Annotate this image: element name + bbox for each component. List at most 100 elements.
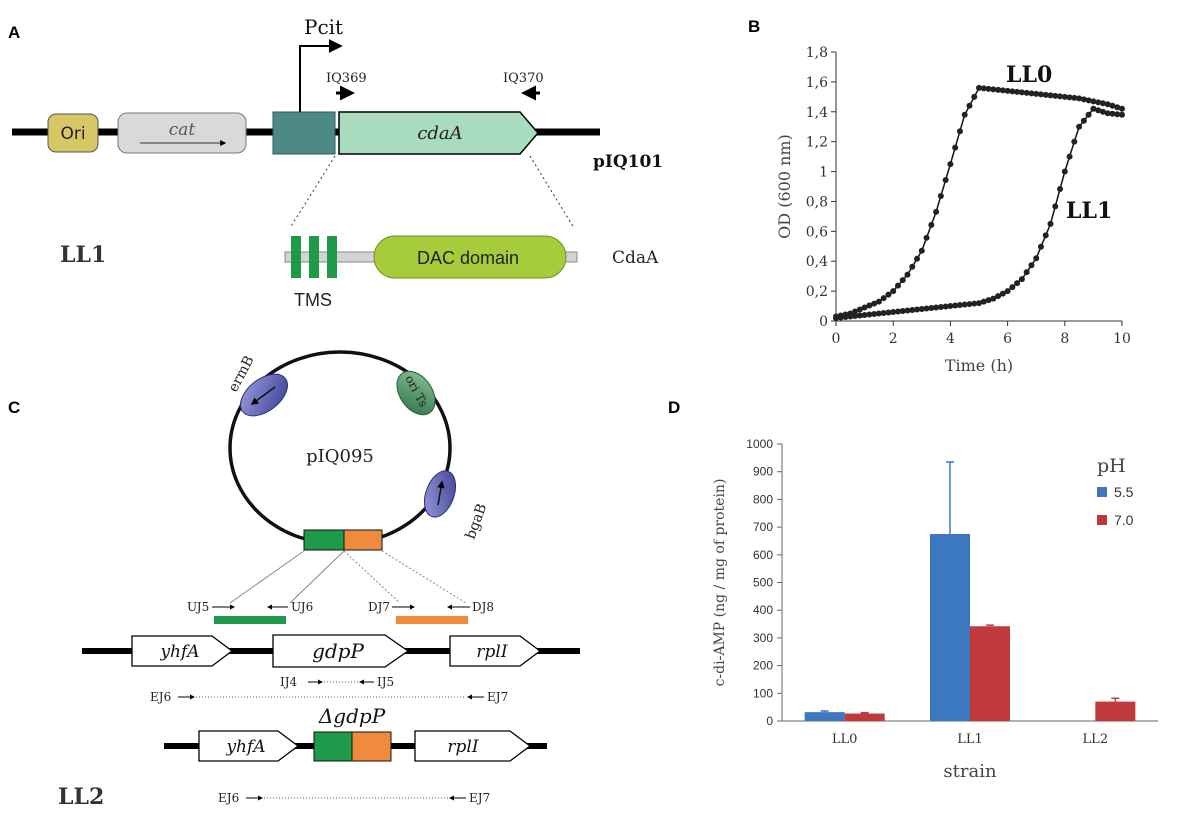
bgaB-direction-arrow: [437, 480, 445, 506]
data-point-LL1: [1119, 111, 1125, 118]
primer-dj8-label: DJ8: [472, 600, 494, 614]
data-point-LL1: [918, 306, 925, 313]
data-point-LL1: [1109, 110, 1116, 117]
primer-ej7-label-mutant: EJ7: [469, 791, 490, 805]
panel-label-c: C: [8, 398, 20, 417]
deletion-downstream-flank: [351, 731, 392, 762]
dac-domain: [373, 235, 567, 279]
rplI-gene-wt: [449, 635, 542, 667]
y-tick-label: 1,8: [806, 45, 828, 61]
data-point-LL0: [956, 128, 963, 135]
series-label-LL0: LL0: [1006, 62, 1052, 88]
y-tick-label: 800: [753, 492, 773, 506]
y-tick-label: 500: [753, 576, 773, 590]
delta-gdpP-label: ΔgdpP: [318, 704, 386, 728]
data-point-LL0: [909, 263, 916, 270]
tms-label: TMS: [294, 290, 332, 310]
data-point-LL1: [942, 303, 949, 310]
y-tick-label: 400: [753, 603, 773, 617]
data-point-LL0: [890, 288, 897, 295]
rplI-label-mutant: rplI: [447, 737, 478, 757]
data-point-LL1: [1090, 105, 1097, 112]
data-point-LL0: [904, 271, 911, 278]
primer-iq369-label: IQ369: [326, 71, 367, 86]
yhfA-gene-wt: [131, 635, 234, 667]
cdaA-protein-label: CdaA: [612, 248, 659, 268]
oriTs-element: [396, 370, 436, 416]
data-point-LL0: [866, 302, 873, 309]
data-point-LL1: [837, 314, 844, 321]
data-point-LL0: [1099, 100, 1106, 107]
data-point-LL1: [885, 309, 892, 316]
data-point-LL1: [890, 309, 897, 316]
data-point-LL0: [894, 282, 901, 289]
primer-uj5-label: UJ5: [187, 600, 209, 614]
data-point-LL1: [1037, 243, 1044, 250]
data-point-LL0: [952, 144, 959, 151]
data-point-LL0: [856, 306, 863, 313]
data-point-LL1: [1057, 185, 1064, 192]
y-tick-label: 0: [819, 314, 828, 330]
data-point-LL1: [1085, 111, 1092, 118]
cdaA-gene: [338, 111, 539, 155]
data-point-LL1: [894, 308, 901, 315]
data-point-LL0: [875, 298, 882, 305]
data-point-LL0: [933, 208, 940, 215]
pIQ095-label: pIQ095: [306, 446, 374, 467]
data-point-LL0: [1119, 105, 1125, 112]
cassette-upstream: [303, 529, 345, 551]
legend-swatch-7.0: [1097, 515, 1107, 525]
bar-LL1-5.5: [930, 534, 970, 721]
y-tick-label: 0,8: [806, 194, 828, 210]
data-point-LL1: [880, 310, 887, 317]
data-point-LL1: [833, 315, 839, 322]
category-label: LL2: [1083, 732, 1109, 747]
tms-3: [327, 236, 337, 278]
x-tick-label: 6: [1003, 331, 1012, 347]
data-point-LL0: [1004, 87, 1011, 94]
data-point-LL1: [1028, 262, 1035, 269]
data-point-LL1: [914, 306, 921, 313]
tms-1: [291, 236, 301, 278]
data-point-LL1: [1099, 108, 1106, 115]
y-tick-label: 700: [753, 520, 773, 534]
data-point-LL0: [861, 304, 868, 311]
primer-uj6-label: UJ6: [291, 600, 313, 614]
tms-2: [309, 236, 319, 278]
data-point-LL0: [1104, 101, 1111, 108]
data-point-LL1: [961, 301, 968, 308]
data-point-LL1: [871, 311, 878, 318]
data-point-LL0: [899, 277, 906, 284]
bgaB-label: bgaB: [463, 502, 491, 542]
data-point-LL0: [995, 86, 1002, 93]
y-axis-title: OD (600 nm): [775, 134, 794, 239]
data-point-LL0: [1114, 104, 1121, 111]
data-point-LL1: [1014, 280, 1021, 287]
cdaA-label: cdaA: [417, 123, 462, 144]
panel-label-a: A: [8, 23, 20, 42]
panel-label-d: D: [668, 398, 680, 417]
data-point-LL1: [1047, 220, 1054, 227]
x-tick-label: 2: [889, 331, 898, 347]
data-point-LL1: [1066, 153, 1073, 160]
data-point-LL1: [852, 313, 859, 320]
data-point-LL0: [852, 308, 859, 315]
data-point-LL1: [861, 312, 868, 319]
series-label-LL1: LL1: [1066, 198, 1112, 224]
y-tick-label: 0,6: [806, 224, 828, 240]
data-point-LL1: [1023, 269, 1030, 276]
data-point-LL0: [1009, 88, 1016, 95]
data-point-LL1: [842, 314, 849, 321]
data-point-LL1: [1114, 111, 1121, 118]
data-point-LL0: [885, 291, 892, 298]
data-point-LL1: [1052, 203, 1059, 210]
data-point-LL1: [976, 300, 982, 307]
data-point-LL0: [1033, 90, 1040, 97]
data-point-LL0: [961, 111, 968, 118]
data-point-LL1: [909, 307, 916, 314]
data-point-LL0: [1042, 91, 1049, 98]
y-tick-label: 900: [753, 465, 773, 479]
data-point-LL0: [1066, 94, 1073, 101]
